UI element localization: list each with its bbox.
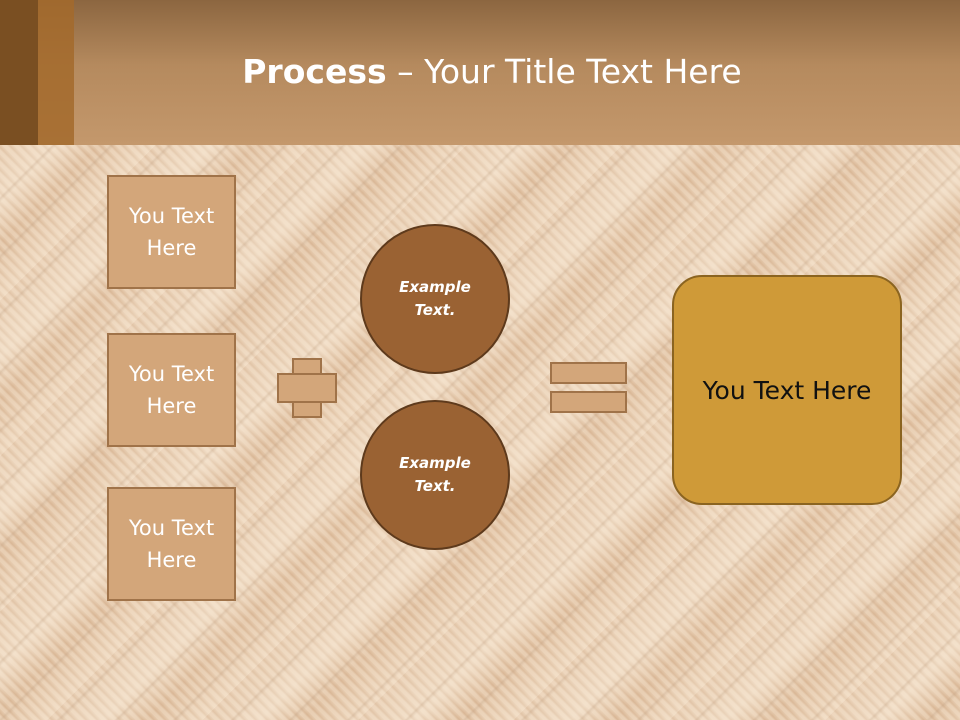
text-box-3-label: You Text Here xyxy=(128,516,215,572)
text-box-1-label: You Text Here xyxy=(128,204,215,260)
accent-strip-light xyxy=(38,0,74,145)
plus-center xyxy=(294,375,320,401)
example-circle-2-label: Example Text. xyxy=(399,454,471,495)
example-circle-2: Example Text. xyxy=(360,400,510,550)
text-box-2: You Text Here xyxy=(107,333,236,447)
example-circle-1: Example Text. xyxy=(360,224,510,374)
title-bar: Process – Your Title Text Here xyxy=(0,0,960,145)
text-box-2-label: You Text Here xyxy=(128,362,215,418)
result-box-label: You Text Here xyxy=(702,375,872,405)
text-box-1: You Text Here xyxy=(107,175,236,289)
text-box-3: You Text Here xyxy=(107,487,236,601)
slide-title: Process – Your Title Text Here xyxy=(0,52,960,91)
example-circle-1-label: Example Text. xyxy=(399,278,471,319)
accent-strip-dark xyxy=(0,0,38,145)
equals-top-bar xyxy=(550,362,627,384)
equals-bottom-bar xyxy=(550,391,627,413)
result-box: You Text Here xyxy=(672,275,902,505)
title-rest: – Your Title Text Here xyxy=(386,52,742,91)
title-bold: Process xyxy=(242,52,387,91)
